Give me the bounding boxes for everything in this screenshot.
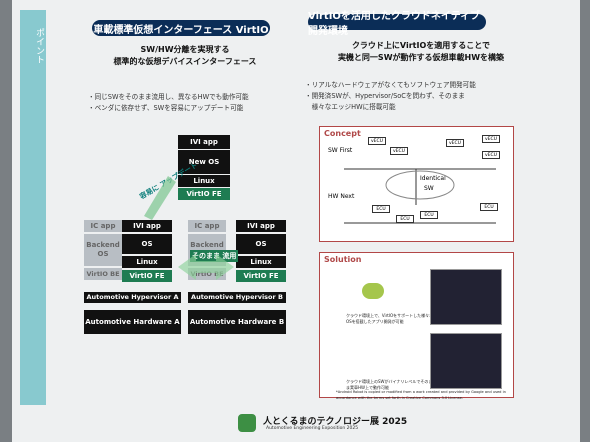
sidebar-strip (20, 10, 46, 405)
ecu-node: ECU (372, 205, 390, 213)
ecu-node: ECU (480, 203, 498, 211)
footer-title: 人とくるまのテクノロジー展 2025 (263, 417, 408, 427)
hardware-b: Automotive Hardware B (188, 310, 286, 334)
linux-a: Linux (122, 256, 172, 268)
solution-diagram: Solution クラウド環境上で、VirtIOをサポートした様々なOSを搭載し… (319, 252, 514, 400)
ivi-app-top: IVI app (178, 135, 230, 149)
right-bullets: ・リアルなハードウェアがなくてもソフトウェア開発可能・開発済SWが、Hyperv… (305, 81, 476, 111)
virtio-fe-top: VirtIO FE (178, 188, 230, 200)
os-b: OS (236, 234, 286, 254)
event-logo-icon (238, 414, 256, 432)
identical-label: Identical (420, 175, 446, 182)
right-header: VirtIOを活用したクラウドネイティブ開発環境 (308, 11, 486, 37)
concept-title: Concept (324, 129, 361, 138)
edge-stack-panel (430, 333, 502, 389)
backend-os-a: Backend OS (84, 234, 122, 266)
hypervisor-b: Automotive Hypervisor B (188, 292, 286, 303)
left-subtitle: SW/HW分離を実現する標準的な仮想デバイスインターフェース (113, 45, 257, 66)
virtio-fe-a: VirtIO FE (122, 270, 172, 282)
reuse-arrow-icon (178, 254, 234, 280)
ecu-node: ECU (420, 211, 438, 219)
hardware-a: Automotive Hardware A (84, 310, 181, 334)
ic-app-a: IC app (84, 220, 122, 232)
legal-note: *Android Robot is copied or modified fro… (336, 390, 506, 400)
sidebar-label: ポイント (34, 28, 44, 64)
reuse-label: そのまま 流用 (190, 250, 239, 262)
concept-diagram: Concept SW First Identical SW HW Next vE… (319, 126, 514, 242)
vecu-node: vECU (482, 151, 500, 159)
solution-caption-2: クラウド環境上のSWがバイナリレベルでそのまま実車HW上で動作可能 (346, 379, 433, 390)
hw-next-label: HW Next (328, 193, 355, 200)
os-a: OS (122, 234, 172, 254)
right-subtitle: クラウド上にVirtIOを適用することで実機と同一SWが動作する仮想車載HWを構… (337, 41, 505, 62)
ivi-app-a: IVI app (122, 220, 172, 232)
left-header: 車載標準仮想インターフェース VirtIO (92, 20, 270, 36)
hypervisor-a: Automotive Hypervisor A (84, 292, 181, 303)
new-os: New OS (178, 150, 230, 174)
vecu-node: vECU (482, 135, 500, 143)
solution-caption-1: クラウド環境上で、VirtIOをサポートした様々なOSを搭載したアプリ開発が可能 (346, 313, 434, 324)
virtio-fe-b: VirtIO FE (236, 270, 286, 282)
linux-top: Linux (178, 175, 230, 187)
ic-app-b: IC app (188, 220, 226, 232)
concept-connectors (344, 168, 496, 224)
linux-b: Linux (236, 256, 286, 268)
sw-first-label: SW First (328, 147, 353, 154)
virtio-be-a: VirtIO BE (84, 268, 122, 280)
ivi-app-b: IVI app (236, 220, 286, 232)
cloud-stack-panel (430, 269, 502, 325)
left-bullets: ・同じSWをそのまま流用し、異なるHWでも動作可能・ベンダに依存せず、SWを容易… (88, 93, 249, 112)
update-arrow-icon (144, 176, 176, 220)
footer-subtitle: Automotive Engineering Exposition 2025 (266, 426, 359, 431)
identical-sw-label: SW (424, 185, 434, 192)
vecu-node: vECU (390, 147, 408, 155)
android-icon (362, 283, 384, 299)
footer: 人とくるまのテクノロジー展 2025 Automotive Engineerin… (238, 414, 416, 438)
solution-title: Solution (324, 255, 362, 264)
vecu-node: vECU (446, 139, 464, 147)
vecu-node: vECU (368, 137, 386, 145)
